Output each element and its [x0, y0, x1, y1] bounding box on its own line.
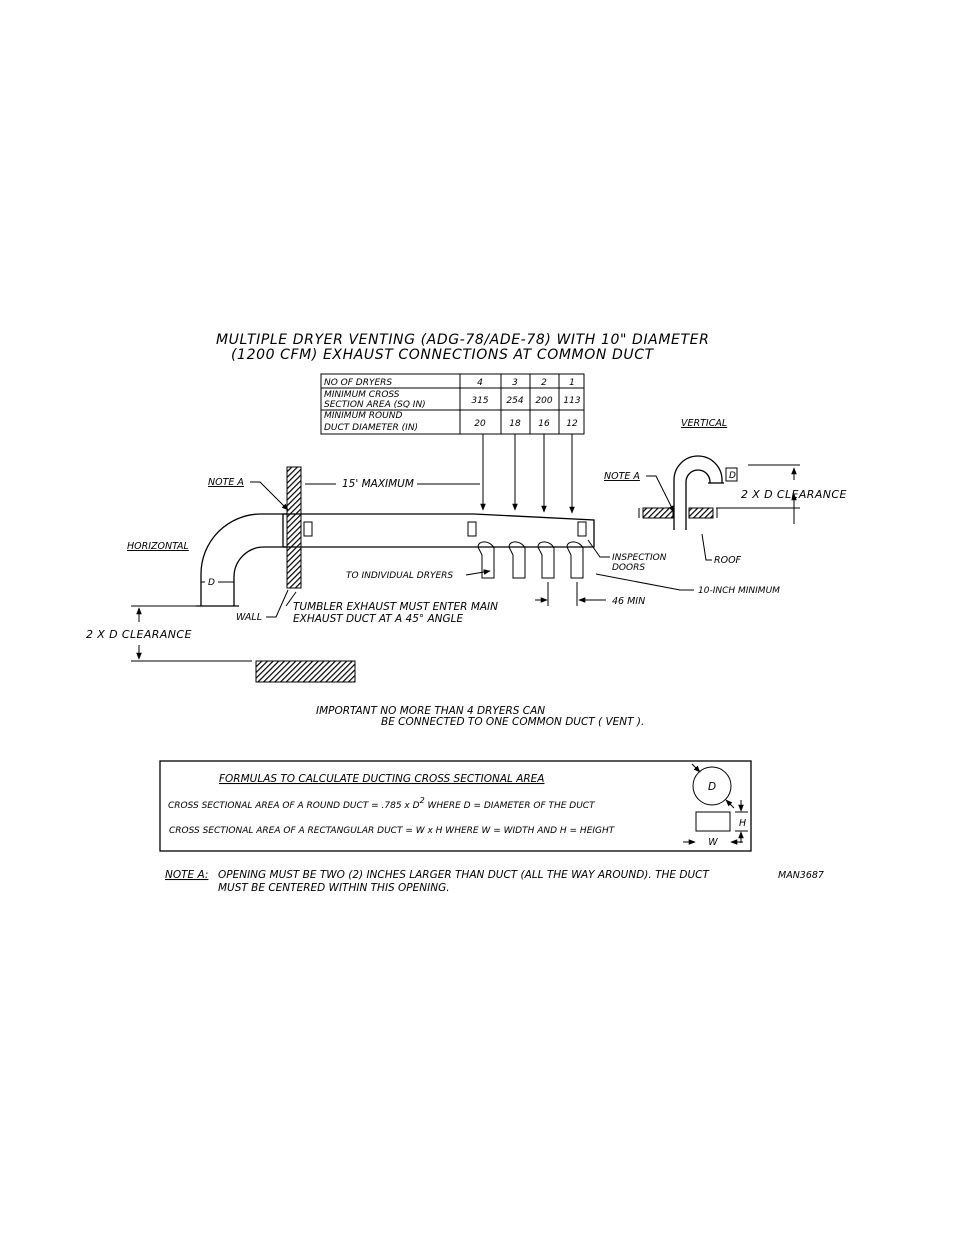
table-cell: 113 — [563, 396, 580, 406]
branch-duct — [537, 541, 555, 579]
note-a-label: NOTE A: — [165, 869, 208, 881]
round-duct-icon — [692, 766, 732, 806]
note-a-left: NOTE A — [208, 477, 244, 488]
table-cell: 4 — [477, 378, 483, 388]
clearance-right: 2 X D CLEARANCE — [741, 488, 847, 501]
inspection-label-b: DOORS — [612, 563, 645, 573]
inspection-door — [303, 521, 313, 537]
table-cell: 200 — [535, 396, 552, 406]
table-cell: 18 — [509, 419, 521, 429]
sizing-table: NO OF DRYERS MINIMUM CROSS SECTION AREA … — [320, 373, 585, 435]
branch-duct — [566, 541, 584, 579]
roof-left — [642, 507, 674, 519]
table-row-label-diameter-b: DUCT DIAMETER (IN) — [324, 423, 418, 433]
inspection-door — [467, 521, 477, 537]
table-cell: 16 — [538, 419, 550, 429]
table-row-label-area-b: SECTION AREA (SQ IN) — [324, 400, 426, 410]
document-code: MAN3687 — [778, 870, 824, 881]
wall-label: WALL — [236, 612, 262, 623]
max-length-label: 15' MAXIMUM — [342, 478, 414, 490]
table-cell: 315 — [471, 396, 488, 406]
table-cell: 12 — [566, 419, 578, 429]
wall — [286, 466, 302, 589]
branch-duct — [477, 541, 495, 579]
formula-d-symbol: D — [708, 781, 716, 793]
note-a-line1: OPENING MUST BE TWO (2) INCHES LARGER TH… — [218, 869, 710, 881]
note-a-line2: MUST BE CENTERED WITHIN THIS OPENING. — [218, 882, 450, 894]
main-duct: D — [196, 513, 595, 607]
spacing-label: 46 MIN — [612, 596, 645, 607]
vertical-d-label: D — [729, 471, 736, 481]
tumbler-note-a: TUMBLER EXHAUST MUST ENTER MAIN — [293, 601, 498, 613]
formula-w-symbol: W — [708, 837, 718, 848]
left-clearance: 2 X D CLEARANCE — [86, 605, 356, 683]
formulas-heading: FORMULAS TO CALCULATE DUCTING CROSS SECT… — [219, 773, 545, 785]
table-row-label-area-a: MINIMUM CROSS — [324, 390, 400, 400]
table-leaders — [480, 434, 575, 514]
important-line2: BE CONNECTED TO ONE COMMON DUCT ( VENT )… — [381, 716, 644, 728]
table-cell: 1 — [569, 378, 575, 388]
vertical-heading: VERTICAL — [681, 418, 727, 429]
table-cell: 254 — [506, 396, 523, 406]
formula-round: CROSS SECTIONAL AREA OF A ROUND DUCT = .… — [168, 796, 596, 811]
to-dryers-label: TO INDIVIDUAL DRYERS — [346, 571, 453, 581]
clearance-left: 2 X D CLEARANCE — [86, 628, 192, 641]
table-row-label-diameter-a: MINIMUM ROUND — [324, 411, 402, 421]
ten-inch-label: 10-INCH MINIMUM — [698, 586, 780, 596]
diagram-title-line1: MULTIPLE DRYER VENTING (ADG-78/ADE-78) W… — [216, 332, 709, 348]
inspection-label-a: INSPECTION — [612, 553, 667, 563]
tumbler-note-b: EXHAUST DUCT AT A 45° ANGLE — [293, 613, 464, 625]
inspection-door — [577, 521, 587, 537]
formula-rect: CROSS SECTIONAL AREA OF A RECTANGULAR DU… — [169, 826, 616, 836]
vertical-detail: VERTICAL D NOTE A 2 X D CLEARANCE ROOF — [604, 418, 847, 566]
table-cell: 20 — [474, 419, 486, 429]
formula-h-symbol: H — [739, 818, 746, 829]
diagram-title-line2: (1200 CFM) EXHAUST CONNECTIONS AT COMMON… — [231, 347, 655, 363]
rect-duct-icon — [695, 811, 731, 832]
roof-right — [688, 507, 714, 519]
horizontal-heading: HORIZONTAL — [127, 541, 189, 552]
roof-label: ROOF — [714, 555, 742, 566]
table-cell: 3 — [512, 378, 518, 388]
important-line1: IMPORTANT NO MORE THAN 4 DRYERS CAN — [316, 705, 545, 717]
table-row-label-dryers: NO OF DRYERS — [324, 378, 392, 388]
branch-duct — [508, 541, 526, 579]
note-a-right: NOTE A — [604, 471, 640, 482]
table-cell: 2 — [541, 378, 547, 388]
horizontal-d-label: D — [208, 578, 215, 588]
formulas-box: FORMULAS TO CALCULATE DUCTING CROSS SECT… — [159, 760, 752, 852]
floor-hatch — [255, 660, 356, 683]
